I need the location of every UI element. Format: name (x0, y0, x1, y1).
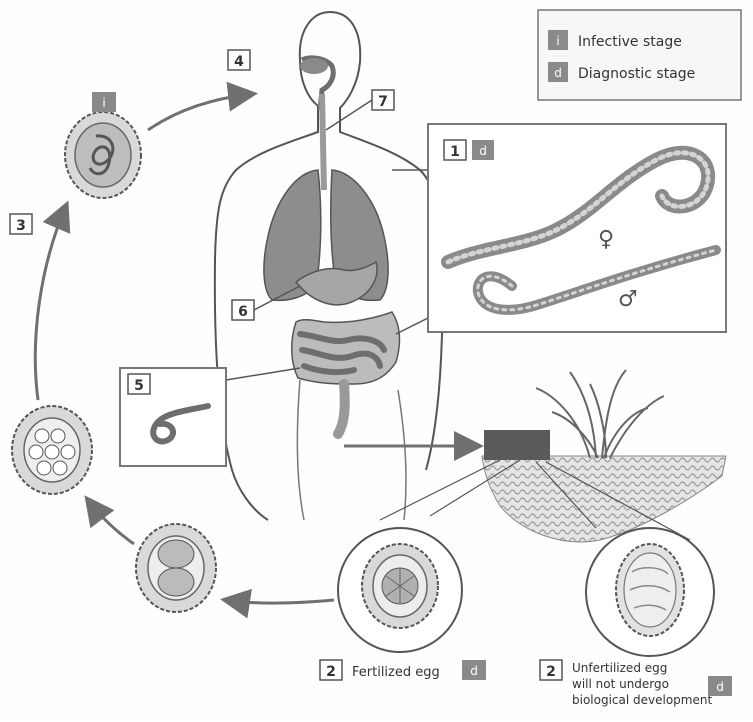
larva-panel-connector (226, 368, 300, 380)
lower-body-outline (297, 380, 406, 520)
rectum (338, 384, 345, 434)
zoom-line (380, 460, 500, 520)
two-cell-egg (136, 524, 216, 612)
legend-diagnostic-label: Diagnostic stage (578, 66, 695, 82)
step-3-number: 3 (16, 218, 26, 234)
unfertilized-badge-letter: d (716, 680, 724, 694)
embryonated-egg: i (65, 92, 141, 198)
step-7-number: 7 (378, 94, 388, 110)
female-symbol: ♀ (598, 227, 614, 252)
step-2b-number: 2 (546, 664, 556, 680)
soil (482, 456, 726, 542)
legend-box: i Infective stage d Diagnostic stage (538, 10, 741, 100)
embryonated-egg-badge-letter: i (102, 96, 105, 110)
adult-worms-badge-letter: d (479, 144, 487, 158)
step-2a-number: 2 (326, 664, 336, 680)
legend-infective-symbol: i (556, 34, 559, 48)
step-6-number: 6 (238, 304, 248, 320)
unfertilized-egg (586, 528, 714, 656)
legend-diagnostic-symbol: d (554, 66, 562, 80)
step-1-number: 1 (450, 144, 460, 160)
legend-infective-label: Infective stage (578, 34, 682, 50)
fertilized-egg (338, 528, 462, 652)
feces (484, 430, 550, 460)
unfertilized-caption-line2: will not undergo (572, 677, 669, 691)
fertilized-caption: Fertilized egg (352, 665, 440, 680)
step-4-number: 4 (234, 54, 244, 70)
arrow-egg-to-mouth (148, 94, 252, 130)
worm-panel-connector-bottom (396, 318, 428, 334)
arrow-fertilized-to-twocell (226, 600, 334, 603)
unfertilized-caption-line1: Unfertilized egg (572, 661, 667, 675)
adult-worms-panel: 1 d ♀ ♂ (392, 124, 726, 334)
step-7-pointer (326, 100, 372, 130)
grass (536, 370, 664, 458)
arrow-twocell-to-multicell (88, 500, 134, 544)
arrow-multicell-to-embryonated (35, 206, 66, 400)
larva-panel: 5 (120, 368, 300, 466)
nasal-cavity (300, 58, 328, 74)
soil-scene (482, 370, 726, 542)
human-figure (215, 12, 443, 520)
step-5-number: 5 (134, 378, 144, 394)
multicell-egg (12, 406, 92, 494)
trachea (322, 94, 324, 190)
fertilized-badge-letter: d (470, 664, 478, 678)
unfertilized-caption-line3: biological development (572, 693, 712, 707)
male-symbol: ♂ (618, 287, 638, 312)
